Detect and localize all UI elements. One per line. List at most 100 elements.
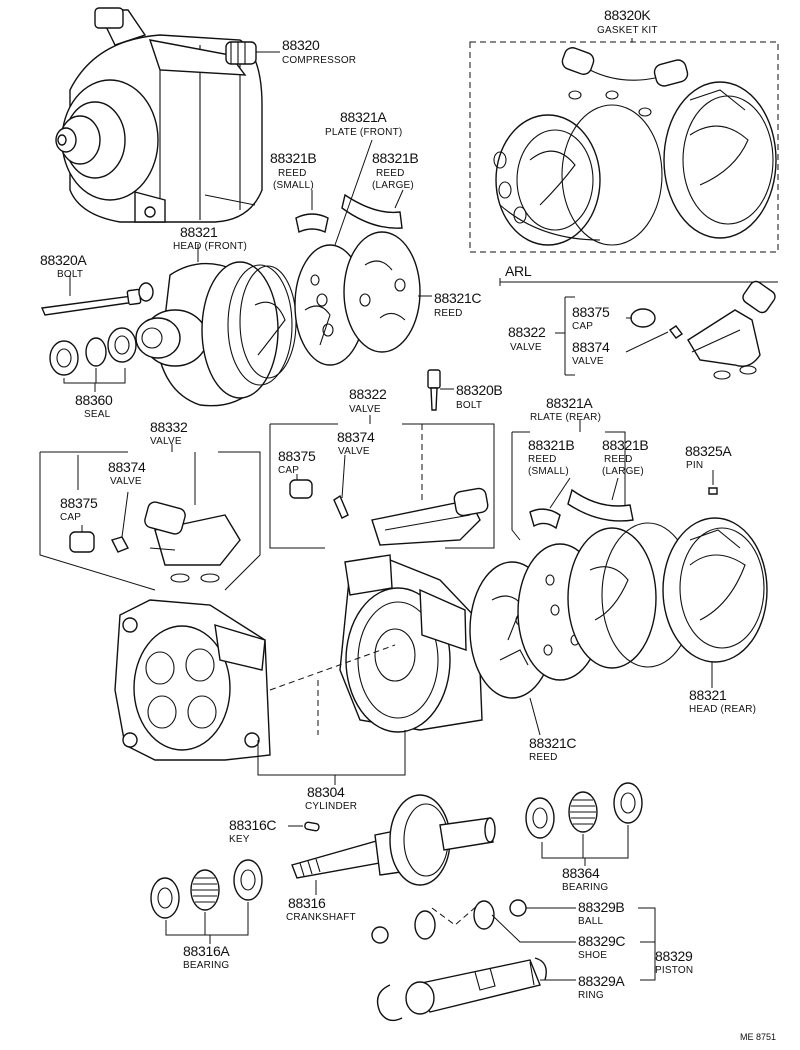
label-cap-left: 88375 CAP xyxy=(60,495,98,523)
label-bearing-right: 88364 BEARING xyxy=(562,865,608,893)
label-valve-mid: 88322 VALVE xyxy=(349,386,387,415)
part-name: REED xyxy=(528,454,557,465)
part-number: 88321A xyxy=(546,395,593,411)
arl-section xyxy=(499,278,778,380)
label-key: 88316C KEY xyxy=(229,817,277,845)
part-number: 88316A xyxy=(183,943,230,959)
part-number: 88329A xyxy=(578,973,625,989)
label-head-front: 88321 HEAD (FRONT) xyxy=(173,224,247,252)
part-number: 88329C xyxy=(578,933,625,949)
part-number: 88321 xyxy=(689,687,727,703)
bearing-left-parts xyxy=(150,859,263,919)
part-number: 88321A xyxy=(340,109,387,125)
part-name: PISTON xyxy=(655,965,693,976)
key-part xyxy=(304,821,320,832)
label-bearing-left: 88316A BEARING xyxy=(183,943,231,971)
label-arl: ARL xyxy=(505,263,532,279)
rear-plates-drawing xyxy=(469,517,768,699)
part-name: (SMALL) xyxy=(273,180,314,191)
part-name: CAP xyxy=(278,465,299,476)
part-name: REED xyxy=(278,168,307,179)
part-name: VALVE xyxy=(338,446,370,457)
part-name: CYLINDER xyxy=(305,801,357,812)
part-name: (LARGE) xyxy=(372,180,414,191)
part-name: VALVE xyxy=(110,476,142,487)
part-number: 88375 xyxy=(572,304,610,320)
part-name: SHOE xyxy=(578,950,607,961)
part-number: 88321B xyxy=(528,437,574,453)
part-number: 88332 xyxy=(150,419,188,435)
part-number: 88321B xyxy=(270,150,316,166)
part-number: 88329B xyxy=(578,899,624,915)
section-label: ARL xyxy=(505,263,532,279)
bolt-a-part xyxy=(40,282,154,316)
label-cap-arl: 88375 CAP xyxy=(572,304,610,332)
piston-group-parts xyxy=(371,899,547,1022)
label-ball: 88329B BALL xyxy=(578,899,625,927)
label-valve-374-left: 88374 VALVE xyxy=(108,459,146,487)
part-name: REED xyxy=(529,752,558,763)
part-number: 88320A xyxy=(40,252,87,268)
part-name: VALVE xyxy=(510,342,542,353)
label-seal: 88360 SEAL xyxy=(75,392,113,420)
part-number: 88329 xyxy=(655,948,693,964)
part-number: 88322 xyxy=(508,324,546,340)
label-cap-mid: 88375 CAP xyxy=(278,448,316,476)
label-gasket-kit: 88320K GASKET KIT xyxy=(597,7,658,36)
part-number: 88374 xyxy=(108,459,146,475)
part-number: 88316 xyxy=(288,895,326,911)
part-name: GASKET KIT xyxy=(597,25,658,36)
part-number: 88374 xyxy=(572,339,610,355)
label-valve-332: 88332 VALVE xyxy=(150,419,188,447)
label-bolt-b: 88320B BOLT xyxy=(456,382,503,411)
gasket-kit-box xyxy=(469,38,779,253)
label-crankshaft: 88316 CRANKSHAFT xyxy=(286,895,356,923)
label-valve-374-arl: 88374 VALVE xyxy=(572,339,610,367)
part-name: BOLT xyxy=(456,400,482,411)
part-name: CAP xyxy=(60,512,81,523)
label-ring: 88329A RING xyxy=(578,973,626,1001)
label-pin: 88325A PIN xyxy=(685,443,733,471)
label-piston: 88329 PISTON xyxy=(655,948,693,976)
label-cylinder: 88304 CYLINDER xyxy=(305,784,357,812)
part-number: 88321B xyxy=(602,437,648,453)
part-number: 88375 xyxy=(278,448,316,464)
part-name: CAP xyxy=(572,321,593,332)
part-name: (SMALL) xyxy=(528,466,569,477)
part-number: 88320B xyxy=(456,382,502,398)
part-name: RING xyxy=(578,990,604,1001)
label-reed-c-bottom: 88321C REED xyxy=(529,735,577,763)
part-number: 88374 xyxy=(337,429,375,445)
part-number: 88360 xyxy=(75,392,113,408)
label-reed-large-rear: 88321B REED (LARGE) xyxy=(602,437,649,477)
crankshaft-drawing xyxy=(291,794,496,886)
part-name: SEAL xyxy=(84,409,111,420)
figure-code: ME 8751 xyxy=(740,1032,776,1042)
part-name: BOLT xyxy=(57,269,83,280)
part-name: RLATE (REAR) xyxy=(530,412,601,423)
part-name: BALL xyxy=(578,916,604,927)
part-name: COMPRESSOR xyxy=(282,55,356,66)
part-number: 88375 xyxy=(60,495,98,511)
label-valve-arl: 88322 VALVE xyxy=(508,324,546,353)
label-plate-front: 88321A PLATE (FRONT) xyxy=(325,109,402,138)
part-name: REED xyxy=(604,454,633,465)
part-name: BEARING xyxy=(183,960,229,971)
label-reed-large-front: 88321B REED (LARGE) xyxy=(372,150,419,191)
part-name: VALVE xyxy=(572,356,604,367)
part-name: BEARING xyxy=(562,882,608,893)
part-name: KEY xyxy=(229,834,250,845)
label-compressor: 88320 COMPRESSOR xyxy=(282,37,356,66)
part-name: VALVE xyxy=(349,404,381,415)
part-number: 88321 xyxy=(180,224,218,240)
part-number: 88320K xyxy=(604,7,651,23)
label-plate-rear: 88321A RLATE (REAR) xyxy=(530,395,601,423)
compressor-assembly-drawing xyxy=(55,7,263,223)
label-head-rear: 88321 HEAD (REAR) xyxy=(689,687,756,715)
seal-parts xyxy=(49,327,137,376)
head-front-drawing xyxy=(135,231,421,407)
part-name: REED xyxy=(434,308,463,319)
label-reed-c-top: 88321C REED xyxy=(434,290,482,319)
part-number: 88322 xyxy=(349,386,387,402)
